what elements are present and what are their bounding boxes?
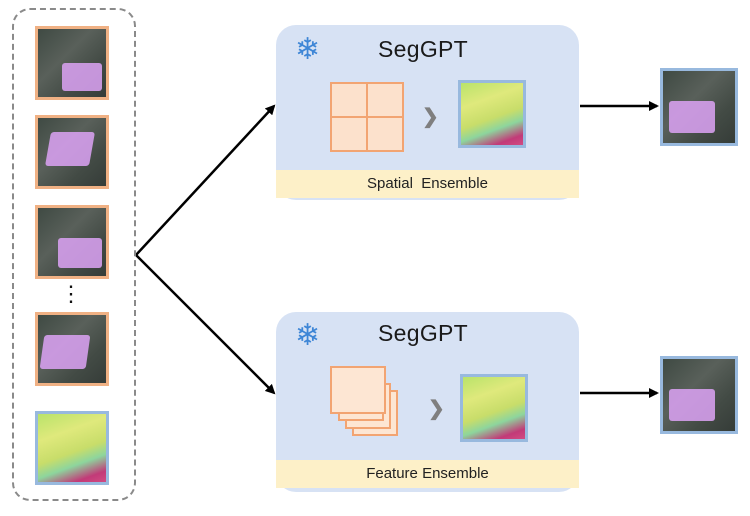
chevron-right-icon: ❯ [422, 106, 439, 128]
prompt-photo [38, 118, 106, 186]
query-thumbnail [35, 411, 109, 485]
snowflake-icon: ❄ [295, 33, 321, 66]
prompt-photo [38, 208, 106, 276]
query-photo [38, 414, 106, 482]
arrow-to-top-panel [135, 104, 276, 256]
input-group [12, 8, 136, 501]
crib-mask [669, 101, 715, 133]
output-photo [663, 71, 735, 143]
prompt-thumbnail [35, 26, 109, 100]
output-photo [663, 359, 735, 431]
ensemble-label-bar: Feature Ensemble [276, 460, 579, 488]
query-thumbnail [460, 374, 528, 442]
query-thumbnail [458, 80, 526, 148]
ellipsis: ⋮ [60, 281, 82, 306]
prompt-photo [38, 315, 106, 383]
output-thumbnail [660, 68, 738, 146]
chevron-right-icon: ❯ [428, 398, 445, 420]
snowflake-icon: ❄ [295, 319, 321, 352]
feature-stack-icon [330, 366, 410, 440]
prompt-thumbnail [35, 205, 109, 279]
panel-title: SegGPT [378, 320, 469, 346]
ensemble-label-bar: Spatial Ensemble [276, 170, 579, 198]
prompt-photo [38, 29, 106, 97]
prompt-thumbnail [35, 312, 109, 386]
grid-divider-horizontal [332, 116, 402, 118]
output-thumbnail [660, 356, 738, 434]
feature-sheet [330, 366, 386, 414]
crib-mask [669, 389, 715, 421]
query-photo [463, 377, 525, 439]
arrow-to-bottom-panel [135, 254, 276, 395]
panel-title: SegGPT [378, 36, 469, 62]
crib-mask [58, 238, 102, 268]
crib-mask [62, 63, 102, 91]
prompt-thumbnail [35, 115, 109, 189]
crib-mask [39, 335, 91, 369]
spatial-grid-icon [330, 82, 404, 152]
query-photo [461, 83, 523, 145]
crib-mask [45, 132, 95, 166]
